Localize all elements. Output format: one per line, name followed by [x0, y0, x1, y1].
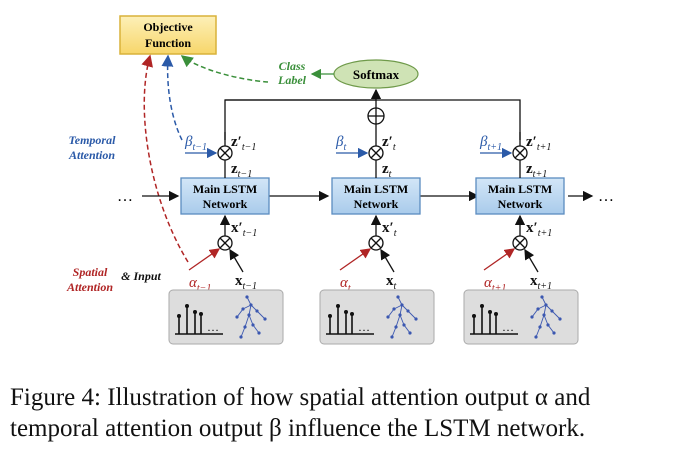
x-arrow	[229, 248, 244, 273]
alpha-arrow	[188, 248, 221, 271]
z-label: zt−1	[231, 161, 252, 180]
lstm-label-line1: Main LSTM	[344, 182, 408, 196]
x-arrow	[524, 248, 539, 273]
ellipsis-right: …	[598, 188, 614, 205]
x-label: xt	[386, 273, 397, 292]
spatial-multiply-node	[368, 235, 384, 251]
x-prime-label: x′t+1	[526, 220, 552, 239]
alpha-arrow	[339, 248, 372, 271]
x-prime-label: x′t	[382, 220, 397, 239]
softmax-node: Softmax	[333, 59, 419, 89]
z-prime-label: z′t+1	[526, 134, 551, 153]
stem-head	[185, 304, 189, 308]
stem-head	[328, 314, 332, 318]
stem-head	[472, 314, 476, 318]
temporal-attention-line1: Temporal	[69, 133, 117, 147]
class-to-objective-dashed	[180, 55, 269, 83]
temporal-multiply-node	[217, 145, 233, 161]
stem-head	[193, 310, 197, 314]
beta-label: βt	[335, 134, 346, 153]
objective-label-line2: Function	[145, 36, 191, 50]
alpha-label: αt	[340, 275, 351, 294]
spatial-multiply-node	[217, 235, 233, 251]
x-label: xt+1	[530, 273, 552, 292]
stem-ellipsis: …	[502, 320, 514, 334]
z-label: zt	[382, 161, 392, 180]
spatial-multiply-node	[512, 235, 528, 251]
class-label-line1: Class	[279, 59, 306, 73]
stem-head	[344, 310, 348, 314]
z-prime-label: z′t	[382, 134, 396, 153]
stem-head	[488, 310, 492, 314]
alpha-label: αt+1	[484, 275, 506, 294]
x-prime-label: x′t−1	[231, 220, 257, 239]
and-input-label: & Input	[121, 269, 161, 283]
temporal-to-objective-dashed	[161, 54, 183, 141]
temporal-multiply-node	[512, 145, 528, 161]
stem-ellipsis: …	[358, 320, 370, 334]
stem-head	[177, 314, 181, 318]
alpha-label: αt−1	[189, 275, 211, 294]
lstm-label-line1: Main LSTM	[193, 182, 257, 196]
sum-node	[367, 107, 385, 125]
x-arrow	[380, 248, 395, 273]
softmax-label: Softmax	[353, 67, 400, 82]
lstm-attention-diagram: Objective Function Softmax Class Label T…	[66, 15, 614, 345]
input-feature-panel: …	[319, 289, 435, 345]
stem-head	[480, 304, 484, 308]
stem-head	[494, 312, 498, 316]
lstm-label-line1: Main LSTM	[488, 182, 552, 196]
stem-head	[350, 312, 354, 316]
objective-label-line1: Objective	[143, 20, 193, 34]
beta-label: βt−1	[184, 134, 207, 153]
lstm-label-line2: Network	[203, 197, 248, 211]
lstm-label-line2: Network	[354, 197, 399, 211]
stem-head	[336, 304, 340, 308]
class-label-line2: Label	[277, 73, 307, 87]
temporal-multiply-node	[368, 145, 384, 161]
skeleton-icon	[386, 295, 418, 339]
alpha-arrow	[483, 248, 516, 271]
stem-ellipsis: …	[207, 320, 219, 334]
skeleton-icon	[235, 295, 267, 339]
input-feature-panel: …	[463, 289, 579, 345]
z-label: zt+1	[526, 161, 547, 180]
spatial-attention-line2: Attention	[66, 280, 113, 294]
figure-caption: Figure 4: Illustration of how spatial at…	[10, 384, 591, 442]
x-label: xt−1	[235, 273, 257, 292]
temporal-attention-line2: Attention	[68, 148, 115, 162]
beta-label: βt+1	[479, 134, 502, 153]
input-feature-panel: …	[168, 289, 284, 345]
lstm-label-line2: Network	[498, 197, 543, 211]
z-prime-label: z′t−1	[231, 134, 256, 153]
spatial-attention-line1: Spatial	[73, 265, 108, 279]
stem-head	[199, 312, 203, 316]
spatial-to-objective-dashed	[141, 54, 189, 263]
skeleton-icon	[530, 295, 562, 339]
ellipsis-left: …	[117, 188, 133, 205]
objective-function-box: Objective Function	[119, 15, 217, 55]
